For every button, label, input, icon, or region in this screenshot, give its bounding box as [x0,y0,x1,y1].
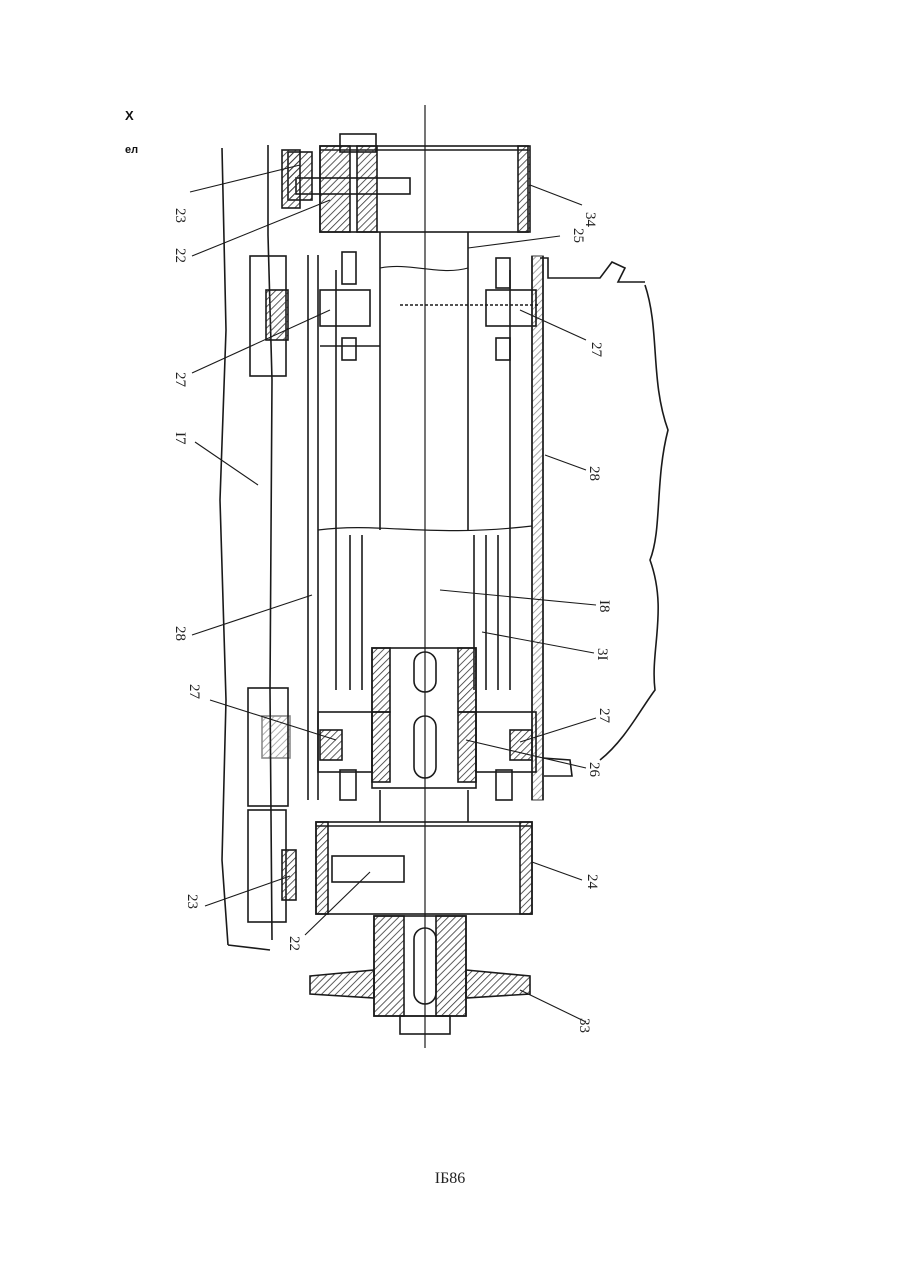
callout-27-upper-left: 27 [172,372,188,388]
callout-18: I8 [596,600,612,613]
callout-26: 26 [586,762,602,778]
callout-33: 33 [576,1018,592,1033]
callout-23-top: 23 [172,208,188,223]
housing-wavy-edge [600,285,668,760]
drum-24 [316,822,532,914]
callout-17: I7 [172,432,188,445]
callout-22-top: 22 [172,248,188,263]
drum-34 [320,146,528,232]
callout-31: 3I [594,648,610,661]
callout-27-lower-right: 27 [596,708,612,724]
callout-34: 34 [582,212,598,228]
callout-22-bottom: 22 [286,936,302,951]
callout-24: 24 [584,874,600,890]
callout-23-bottom: 23 [184,894,200,909]
callout-25: 25 [570,228,586,243]
page-number: IБ86 [0,1170,900,1188]
callout-28-left: 28 [172,626,188,641]
frame-edge-left [220,148,228,945]
frame-edge-inner [268,145,272,940]
drawing-lines [220,105,668,1048]
callout-27-upper-right: 27 [588,342,604,358]
drum-34-wall [518,146,530,232]
callout-28-right: 28 [586,466,602,481]
callout-27-lower-left: 27 [186,684,202,700]
callout-labels: 23 22 34 25 27 27 I7 28 28 I8 3I 27 27 2… [172,208,612,1033]
